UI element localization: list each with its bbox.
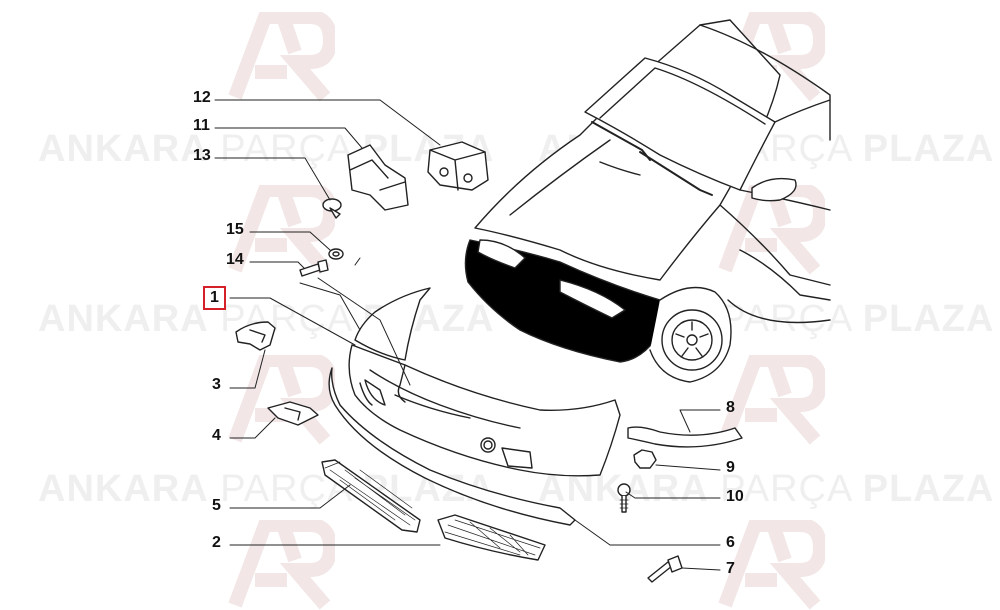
- car-body: [464, 19, 831, 383]
- callout-13[interactable]: 13: [193, 147, 211, 164]
- block-12: [427, 141, 489, 191]
- bolt-14: [299, 259, 329, 277]
- mesh-grille-2: [437, 514, 546, 561]
- callout-2[interactable]: 2: [212, 534, 221, 551]
- callout-6[interactable]: 6: [726, 534, 735, 551]
- watermark-logo-icon: [228, 12, 335, 102]
- callout-4[interactable]: 4: [212, 427, 221, 444]
- watermark-logo-icon: [718, 520, 825, 610]
- callout-1-selected[interactable]: 1: [203, 286, 226, 310]
- screw-10: [617, 483, 631, 513]
- callout-leaders: [214, 99, 721, 571]
- watermark-logo-icon: [718, 355, 825, 445]
- clip-4: [267, 401, 319, 426]
- watermark-logo-icon: [228, 520, 335, 610]
- screw-13: [322, 198, 342, 219]
- lower-trim-strip: [328, 367, 576, 526]
- callout-14[interactable]: 14: [226, 251, 244, 268]
- callout-9[interactable]: 9: [726, 459, 735, 476]
- bumper-part: [348, 287, 621, 477]
- callout-12[interactable]: 12: [193, 89, 211, 106]
- callout-11[interactable]: 11: [193, 117, 210, 134]
- mesh-grille-5: [321, 459, 421, 533]
- block-11: [347, 144, 409, 211]
- washer-15: [328, 248, 344, 260]
- callout-8[interactable]: 8: [726, 399, 735, 416]
- callout-7[interactable]: 7: [726, 560, 735, 577]
- callout-5[interactable]: 5: [212, 497, 221, 514]
- bolt-7: [647, 555, 683, 583]
- side-trim-8: [627, 426, 743, 448]
- callout-10[interactable]: 10: [726, 488, 744, 505]
- bracket-3: [235, 321, 276, 351]
- nut-9: [633, 449, 657, 469]
- callout-3[interactable]: 3: [212, 376, 221, 393]
- callout-15[interactable]: 15: [226, 221, 244, 238]
- watermark-logo-icon: [228, 185, 335, 275]
